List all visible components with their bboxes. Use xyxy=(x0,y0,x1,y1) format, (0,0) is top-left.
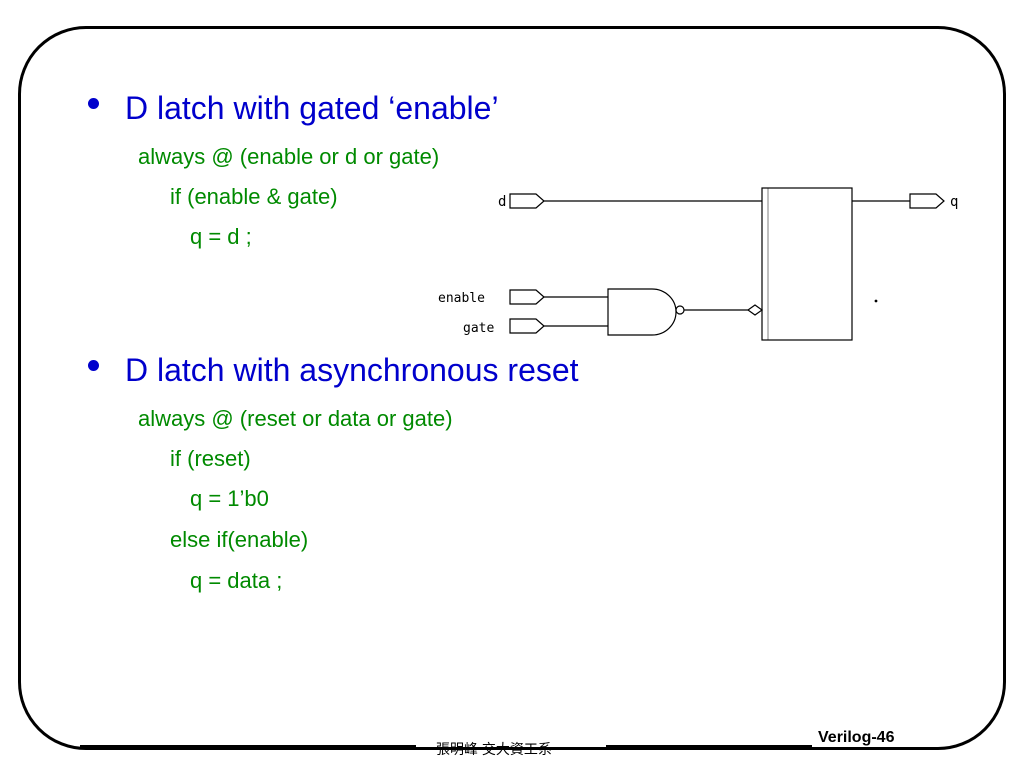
enable-input-port xyxy=(509,289,545,305)
nand-bubble xyxy=(675,305,685,315)
gate-input-label: gate xyxy=(463,321,494,336)
code-line: else if(enable) xyxy=(170,527,309,552)
code-line: if (enable & gate) xyxy=(170,184,338,209)
code-line: q = d ; xyxy=(190,224,252,249)
d-input-label: d xyxy=(498,194,506,210)
code-line: if (reset) xyxy=(170,446,251,471)
d-input-port xyxy=(509,193,545,209)
page-number: Verilog-46 xyxy=(818,729,895,746)
q-output-label: q xyxy=(950,194,958,210)
bullet-dot xyxy=(88,360,99,371)
bullet-dot xyxy=(88,98,99,109)
latch-circuit-diagram: d q enable gate xyxy=(438,187,958,341)
enable-input-label: enable xyxy=(438,291,485,306)
slide-frame xyxy=(18,26,1006,750)
bullet-2-title: D latch with asynchronous reset xyxy=(125,352,579,388)
code-line: q = 1’b0 xyxy=(190,486,269,511)
code-line: q = data ; xyxy=(190,568,283,593)
bullet-1: D latch with gated ‘enable’ xyxy=(88,90,499,126)
bullet-2: D latch with asynchronous reset xyxy=(88,352,579,388)
footer-author: 張明峰 交大資工系 xyxy=(436,741,552,757)
code-line: always @ (reset or data or gate) xyxy=(138,406,453,431)
latch-box xyxy=(761,187,853,341)
gate-input-port xyxy=(509,318,545,334)
q-output-port xyxy=(909,193,945,209)
footer-rule-left xyxy=(80,745,416,747)
code-line: always @ (enable or d or gate) xyxy=(138,144,440,169)
latch-enable-pin xyxy=(746,304,764,316)
footer-rule-right xyxy=(606,745,812,747)
bullet-1-title: D latch with gated ‘enable’ xyxy=(125,90,499,126)
nand-gate xyxy=(607,288,677,336)
